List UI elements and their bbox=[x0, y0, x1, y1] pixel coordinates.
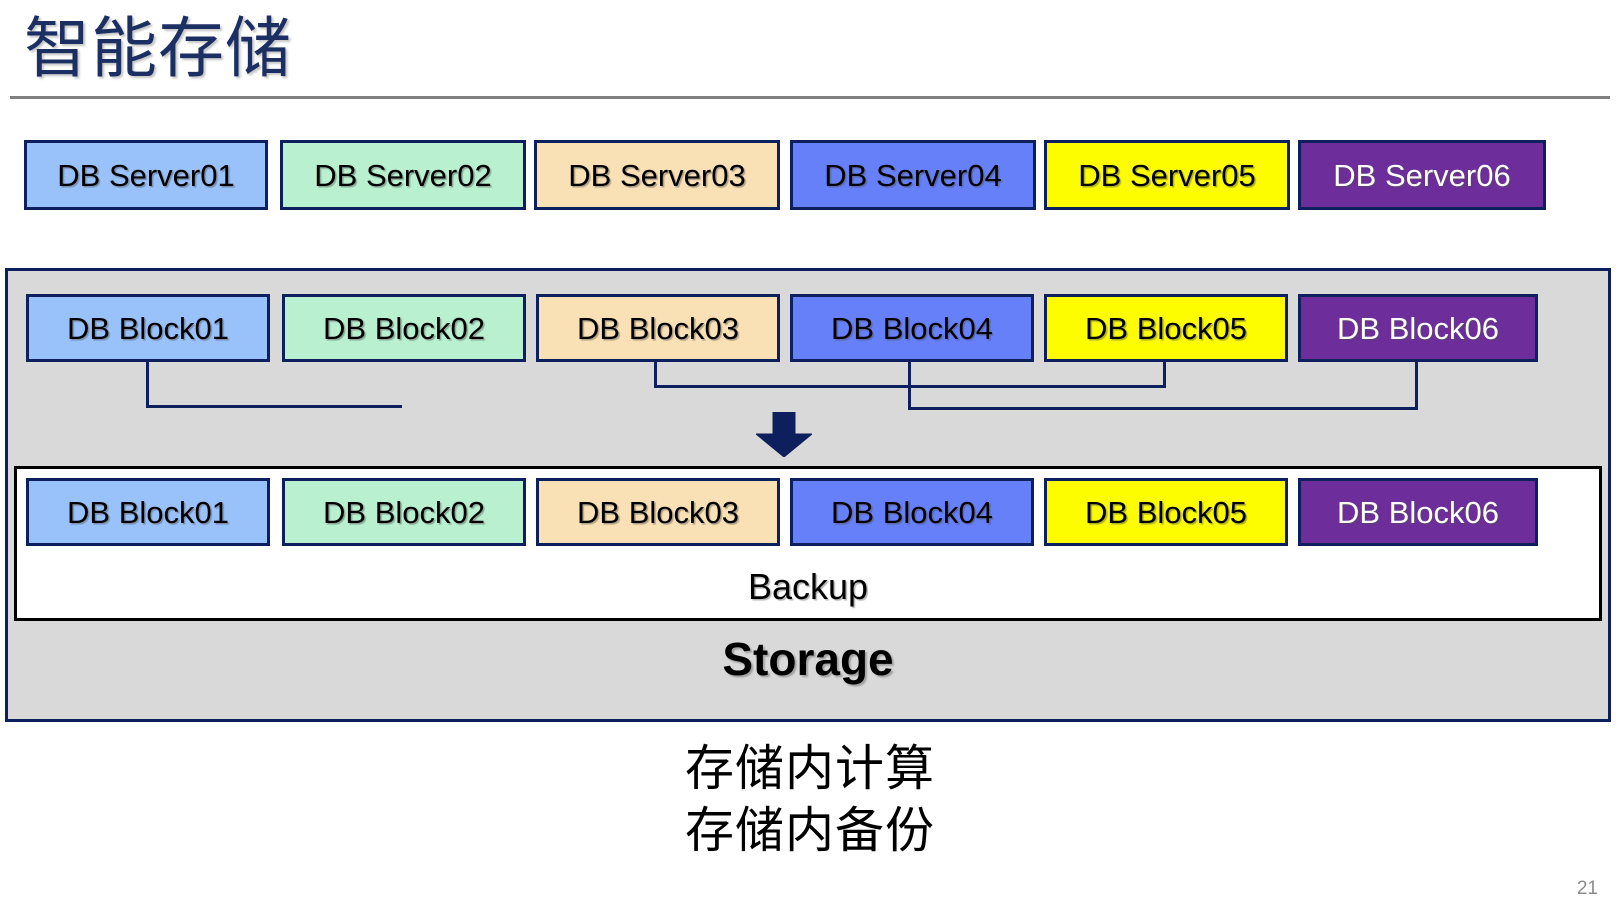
connector-block01-block02-horizontal bbox=[146, 405, 402, 408]
db-block-primary-box-label: DB Block06 bbox=[1337, 310, 1499, 346]
page-number: 21 bbox=[1576, 878, 1598, 899]
db-block-backup-box-2[interactable]: DB Block02 bbox=[282, 478, 526, 546]
db-server-box-3[interactable]: DB Server03 bbox=[534, 140, 780, 210]
db-server-box-label: DB Server03 bbox=[568, 157, 746, 193]
connector-block04-block06-vertical bbox=[908, 362, 911, 410]
down-arrow-icon bbox=[754, 411, 814, 458]
connector-block04-block06-horizontal bbox=[908, 407, 1418, 410]
db-server-box-label: DB Server06 bbox=[1333, 157, 1511, 193]
db-block-primary-box-4[interactable]: DB Block04 bbox=[790, 294, 1034, 362]
connector-block03-block05-vertical bbox=[654, 362, 657, 388]
db-block-primary-box-3[interactable]: DB Block03 bbox=[536, 294, 780, 362]
db-block-primary-box-label: DB Block04 bbox=[831, 310, 993, 346]
db-block-primary-box-5[interactable]: DB Block05 bbox=[1044, 294, 1288, 362]
title-divider bbox=[10, 96, 1610, 99]
db-server-box-label: DB Server04 bbox=[824, 157, 1002, 193]
db-block-backup-box-label: DB Block01 bbox=[67, 494, 229, 530]
db-block-backup-box-5[interactable]: DB Block05 bbox=[1044, 478, 1288, 546]
db-block-primary-box-1[interactable]: DB Block01 bbox=[26, 294, 270, 362]
db-server-box-4[interactable]: DB Server04 bbox=[790, 140, 1036, 210]
db-block-backup-box-label: DB Block02 bbox=[323, 494, 485, 530]
db-block-backup-box-label: DB Block06 bbox=[1337, 494, 1499, 530]
db-block-backup-box-label: DB Block05 bbox=[1085, 494, 1247, 530]
db-server-box-label: DB Server01 bbox=[57, 157, 235, 193]
db-server-box-label: DB Server05 bbox=[1078, 157, 1256, 193]
backup-label: Backup bbox=[747, 566, 869, 607]
caption-line-2: 存储内备份 bbox=[684, 804, 935, 858]
caption-line-1: 存储内计算 bbox=[684, 742, 935, 796]
db-block-backup-box-label: DB Block03 bbox=[577, 494, 739, 530]
db-block-primary-box-label: DB Block03 bbox=[577, 310, 739, 346]
db-server-box-label: DB Server02 bbox=[314, 157, 492, 193]
db-block-backup-box-6[interactable]: DB Block06 bbox=[1298, 478, 1538, 546]
db-block-backup-box-label: DB Block04 bbox=[831, 494, 993, 530]
connector-block06-drop-vertical bbox=[1415, 362, 1418, 410]
db-block-primary-box-label: DB Block02 bbox=[323, 310, 485, 346]
db-block-primary-box-6[interactable]: DB Block06 bbox=[1298, 294, 1538, 362]
db-server-box-1[interactable]: DB Server01 bbox=[24, 140, 268, 210]
connector-block05-drop-vertical bbox=[1163, 362, 1166, 388]
db-block-primary-box-2[interactable]: DB Block02 bbox=[282, 294, 526, 362]
db-block-primary-box-label: DB Block01 bbox=[67, 310, 229, 346]
db-server-box-5[interactable]: DB Server05 bbox=[1044, 140, 1290, 210]
db-block-backup-box-4[interactable]: DB Block04 bbox=[790, 478, 1034, 546]
page-title: 智能存储 bbox=[24, 11, 292, 85]
storage-label: Storage bbox=[722, 633, 894, 685]
db-server-box-6[interactable]: DB Server06 bbox=[1298, 140, 1546, 210]
connector-block01-block02-vertical bbox=[146, 362, 149, 408]
caption-block: 存储内计算 存储内备份 bbox=[0, 738, 1620, 862]
db-server-box-2[interactable]: DB Server02 bbox=[280, 140, 526, 210]
db-block-backup-box-1[interactable]: DB Block01 bbox=[26, 478, 270, 546]
db-block-primary-box-label: DB Block05 bbox=[1085, 310, 1247, 346]
db-block-backup-box-3[interactable]: DB Block03 bbox=[536, 478, 780, 546]
